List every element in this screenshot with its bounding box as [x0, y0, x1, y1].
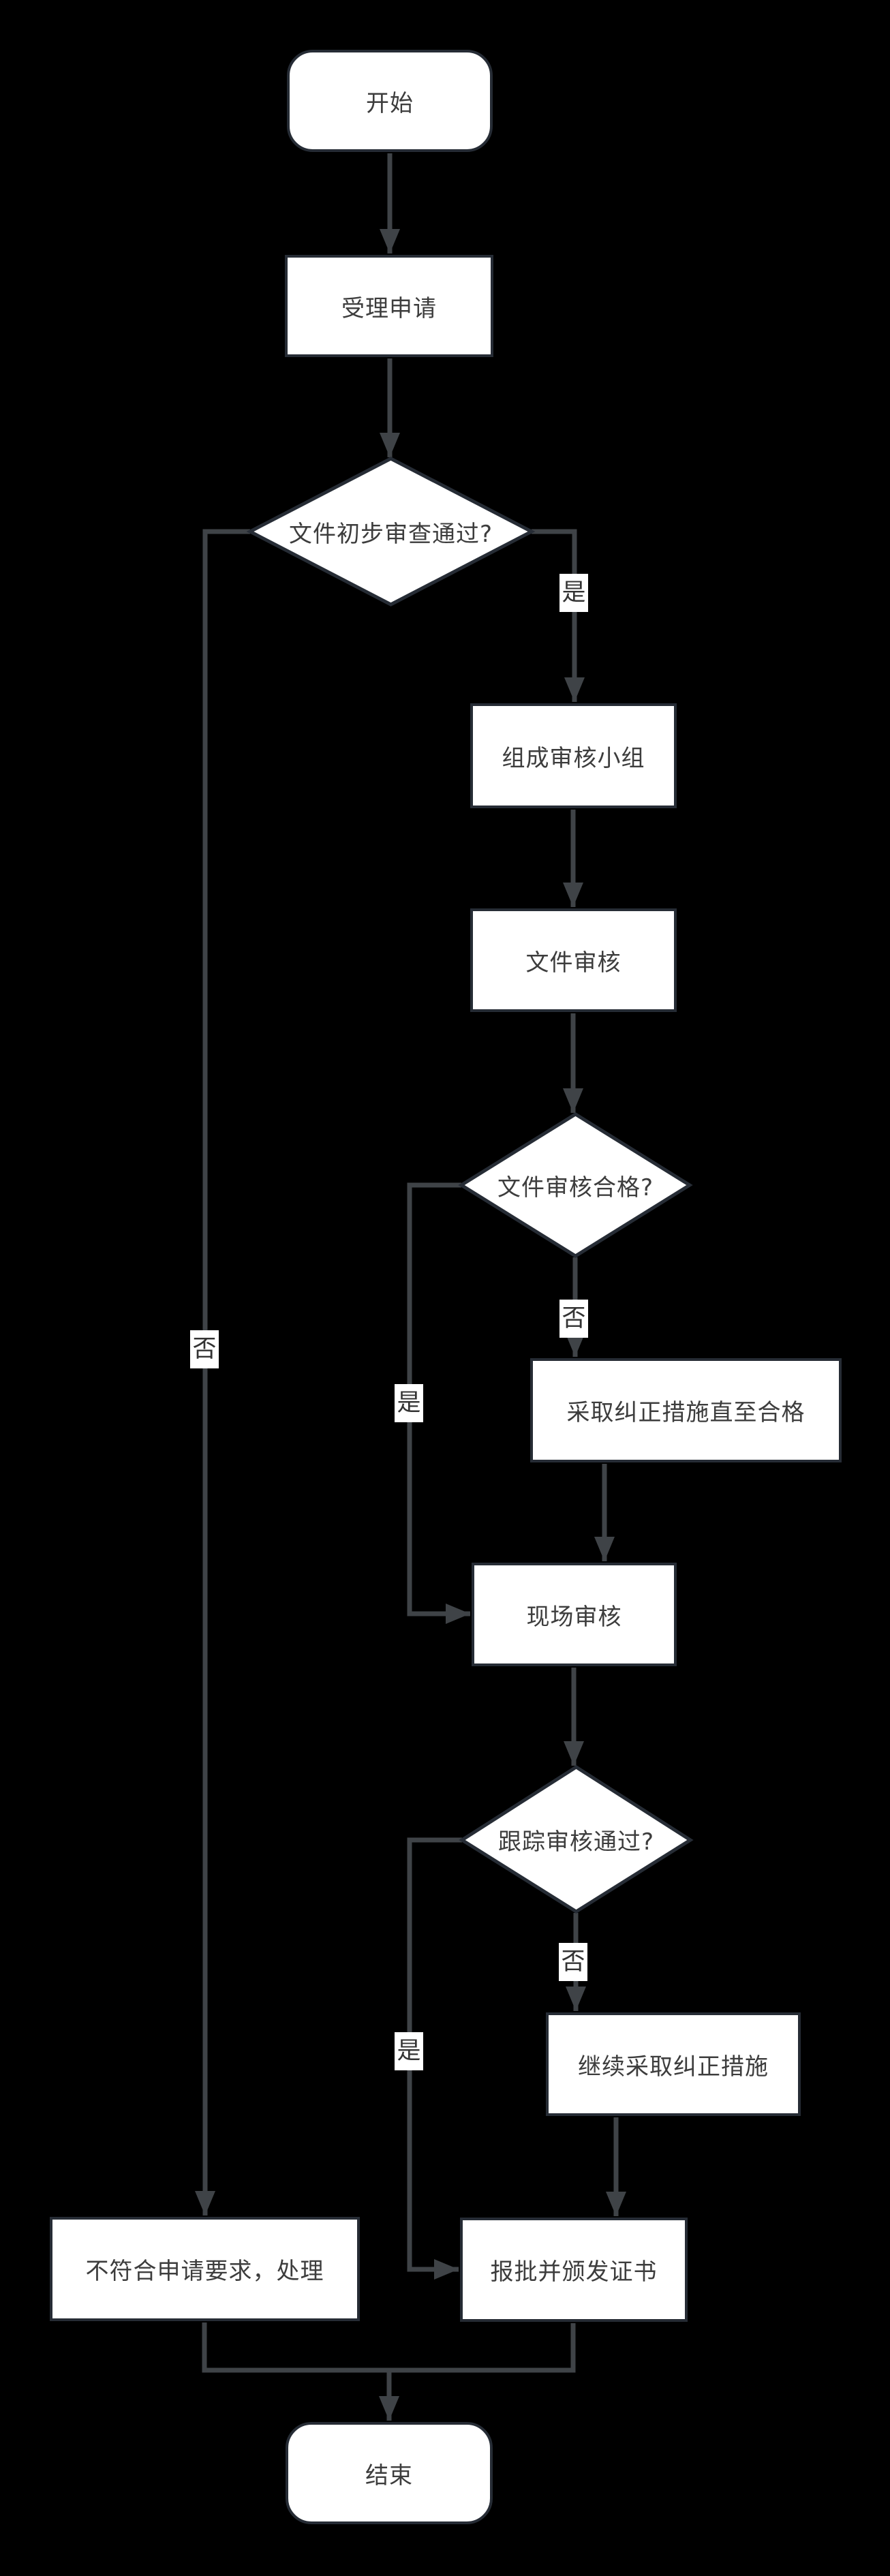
- node-document-audit: 文件审核: [470, 908, 677, 1012]
- edge-approve-merge: [389, 2323, 576, 2373]
- edge-label-no-2: 否: [559, 1300, 588, 1338]
- node-decision-followup-audit-label: 跟踪审核通过?: [497, 1828, 655, 1856]
- node-end: 结束: [286, 2422, 493, 2524]
- edge-label-yes-1: 是: [559, 574, 588, 612]
- decision-shape-doc-review-pass: [458, 1112, 693, 1258]
- decision-shape-preliminary-review: [246, 457, 536, 607]
- node-form-audit-team: 组成审核小组: [470, 703, 677, 808]
- edge-label-no-3: 否: [559, 1943, 587, 1981]
- node-corrective-measures: 采取纠正措施直至合格: [530, 1358, 842, 1462]
- node-accept-application: 受理申请: [285, 255, 493, 357]
- node-decision-doc-review-pass-label: 文件审核合格?: [497, 1174, 654, 1201]
- node-reject-handle: 不符合申请要求，处理: [50, 2217, 360, 2321]
- node-approve-issue-certificate: 报批并颁发证书: [460, 2218, 688, 2322]
- node-onsite-audit: 现场审核: [472, 1563, 677, 1666]
- node-continue-corrective-measures: 继续采取纠正措施: [546, 2012, 801, 2116]
- edge-label-no-1: 否: [190, 1330, 219, 1368]
- edge-reject-merge: [202, 2322, 389, 2373]
- edge-d1-team-yes: [532, 529, 585, 702]
- decision-shape-followup-audit: [459, 1765, 694, 1914]
- node-decision-preliminary-review-label: 文件初步审查通过?: [288, 520, 493, 548]
- edge-label-yes-2: 是: [395, 1384, 423, 1422]
- edge-label-yes-3: 是: [395, 2032, 423, 2070]
- node-start: 开始: [287, 50, 493, 152]
- edge-d1-reject-no: [195, 529, 250, 2215]
